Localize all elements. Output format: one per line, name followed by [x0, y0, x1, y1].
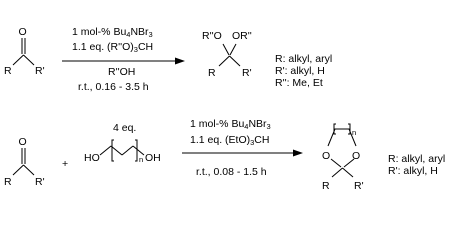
or-left-label: R''O — [202, 30, 222, 42]
catalyst-text: 1 mol-% Bu4NBr3 — [72, 26, 153, 39]
reaction-arrow-2 — [182, 149, 303, 157]
product-r-label: R — [208, 67, 216, 79]
catalyst-text: 1 mol-% Bu4NBr3 — [190, 118, 271, 131]
product-r-label: R — [322, 180, 330, 192]
cyclic-acetal-product: n O O R R' — [322, 123, 364, 192]
plus-sign: + — [62, 158, 68, 170]
reaction-scheme: O R R' 1 mol-% Bu4NBr3 1.1 eq. (R''O)3CH… — [4, 26, 445, 192]
ring-o-right-label: O — [352, 150, 360, 162]
ring-o-left-label: O — [322, 150, 330, 162]
conditions-1: 1 mol-% Bu4NBr3 1.1 eq. (R''O)3CH R''OH … — [72, 26, 153, 93]
ketone-reactant-1: O R R' — [4, 26, 45, 77]
legend-1: R: alkyl, aryl R': alkyl, H R'': Me, Et — [275, 53, 332, 89]
diol-reactant: 4 eq. HO n OH — [84, 122, 161, 164]
carbonyl-o-label: O — [19, 26, 27, 38]
r-prime-label: R' — [35, 176, 45, 188]
r-label: R — [4, 176, 12, 188]
reaction-2: O R R' + 4 eq. HO n OH 1 mol-% Bu4NBr3 1… — [4, 118, 445, 192]
legend-line: R: alkyl, aryl — [388, 153, 445, 165]
orthoester-text: 1.1 eq. (EtO)3CH — [190, 134, 269, 147]
reaction-1: O R R' 1 mol-% Bu4NBr3 1.1 eq. (R''O)3CH… — [4, 26, 332, 93]
legend-line: R'': Me, Et — [275, 77, 323, 89]
legend-line: R: alkyl, aryl — [275, 53, 332, 65]
time-text: r.t., 0.08 - 1.5 h — [196, 166, 267, 178]
legend-2: R: alkyl, aryl R': alkyl, H — [388, 153, 445, 177]
reaction-arrow-1 — [62, 57, 185, 65]
ho-label: HO — [84, 152, 100, 164]
r-label: R — [4, 65, 12, 77]
carbonyl-o-label: O — [19, 136, 27, 148]
time-text: r.t., 0.16 - 3.5 h — [78, 81, 149, 93]
legend-line: R': alkyl, H — [388, 165, 438, 177]
ketone-reactant-2: O R R' — [4, 136, 45, 188]
ring-n-label: n — [352, 128, 356, 137]
conditions-2: 1 mol-% Bu4NBr3 1.1 eq. (EtO)3CH r.t., 0… — [190, 118, 271, 178]
r-prime-label: R' — [35, 65, 45, 77]
product-r-prime-label: R' — [242, 67, 252, 79]
oh-label: OH — [145, 152, 161, 164]
acetal-product: R''O OR'' R R' — [202, 30, 252, 79]
product-r-prime-label: R' — [354, 180, 364, 192]
alcohol-text: R''OH — [108, 66, 135, 78]
legend-line: R': alkyl, H — [275, 65, 325, 77]
orthoester-text: 1.1 eq. (R''O)3CH — [72, 41, 153, 54]
repeat-n-label: n — [139, 155, 143, 164]
diol-equiv-label: 4 eq. — [113, 122, 136, 134]
or-right-label: OR'' — [232, 30, 252, 42]
